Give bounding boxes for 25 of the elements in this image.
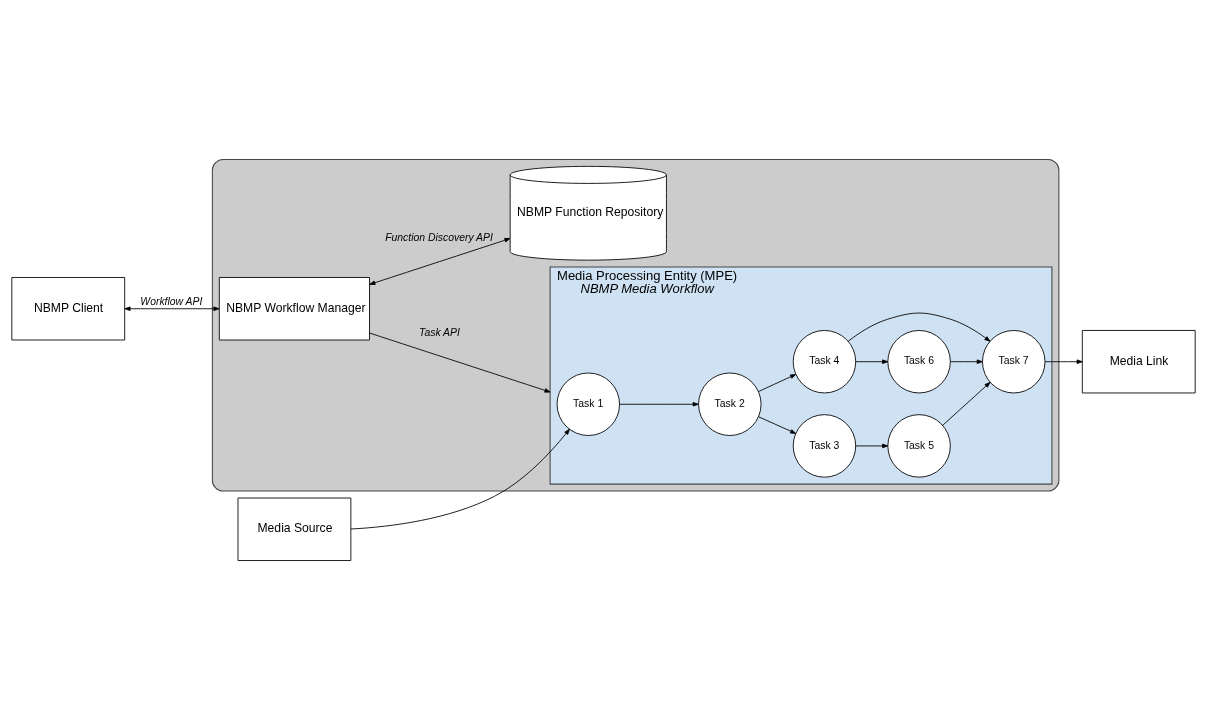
arrow bbox=[847, 312, 991, 342]
arrow bbox=[949, 359, 983, 364]
node-box: Media Source bbox=[237, 497, 352, 561]
edge-label: Task API bbox=[419, 327, 460, 339]
node-box: NBMP Workflow Manager bbox=[218, 277, 370, 341]
node-circle: Task 6 bbox=[887, 330, 951, 394]
arrow bbox=[369, 238, 511, 285]
edge-label: Function Discovery API bbox=[385, 231, 493, 243]
arrow bbox=[350, 428, 570, 530]
edge-label: Workflow API bbox=[140, 295, 203, 307]
arrow bbox=[1044, 359, 1083, 364]
node-box: Media Link bbox=[1081, 330, 1196, 394]
arrow bbox=[619, 402, 699, 407]
arrow bbox=[124, 306, 220, 311]
node-circle: Task 4 bbox=[792, 330, 857, 394]
arrow bbox=[758, 416, 797, 434]
arrow bbox=[942, 381, 991, 426]
arrow bbox=[855, 359, 889, 364]
node-box: NBMP Client bbox=[11, 277, 126, 341]
node-circle: Task 5 bbox=[887, 414, 951, 478]
arrow bbox=[855, 443, 889, 449]
arrow bbox=[369, 332, 551, 393]
arrow bbox=[758, 374, 797, 392]
node-circle: Task 2 bbox=[698, 372, 762, 436]
node-circle: Task 3 bbox=[792, 414, 857, 478]
